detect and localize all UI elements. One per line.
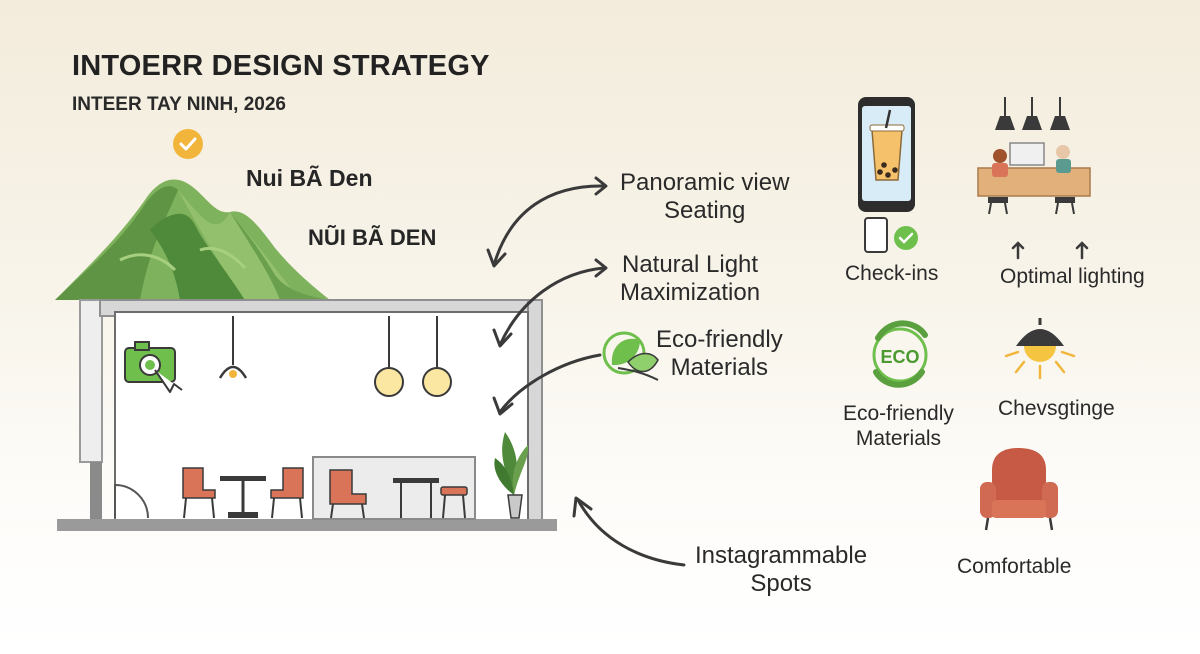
mountain-label: Nui BÃ Den (246, 165, 373, 191)
cafe-counter-icon (977, 97, 1091, 215)
ceiling-lamp-icon (1004, 318, 1076, 380)
feature-optimal-lighting: Optimal lighting (1000, 265, 1145, 288)
feature-text: Eco-friendly (843, 402, 954, 425)
mountain-illustration (55, 179, 330, 300)
callout-text: Seating (664, 197, 746, 224)
armchair-icon (980, 448, 1058, 531)
table (220, 476, 266, 518)
small-arrows-icon (1011, 241, 1089, 260)
eco-badge-icon: ECO (872, 320, 928, 388)
chair (270, 467, 304, 519)
callout-panoramic-view: Panoramic view Seating (620, 169, 789, 225)
page-subtitle: INTEER TAY NINH, 2026 (72, 94, 287, 115)
table (393, 478, 439, 518)
chair (182, 467, 216, 519)
phone-boba-icon (858, 97, 918, 253)
cafe-section-drawing (57, 299, 557, 531)
eco-leaf-icon (602, 331, 659, 381)
eco-badge-text: ECO (880, 347, 919, 367)
callout-text: Panoramic view (620, 169, 790, 196)
check-badge-icon (173, 129, 203, 159)
callout-instagrammable: Instagrammable Spots (695, 542, 867, 598)
feature-eco-materials: Eco-friendly Materials (843, 401, 954, 451)
feature-comfortable: Comfortable (957, 555, 1072, 578)
camera-icon (124, 341, 183, 393)
callout-natural-light: Natural Light Maximization (620, 251, 760, 307)
callout-text: Eco-friendly (656, 326, 783, 353)
feature-chevsgtinge: Chevsgtinge (998, 397, 1115, 420)
feature-text: Materials (855, 427, 942, 450)
stool (440, 486, 468, 519)
page-title: INTOERR DESIGN STRATEGY (72, 50, 490, 82)
callout-arrows (486, 176, 686, 567)
callout-text: Instagrammable (695, 542, 868, 569)
callout-text: Spots (750, 570, 812, 597)
mountain-label-alt: NŨI BÃ DEN (308, 225, 437, 250)
feature-checkins: Check-ins (845, 262, 939, 285)
potted-plant (494, 432, 529, 519)
callout-text: Materials (670, 354, 769, 381)
callout-eco-materials: Eco-friendly Materials (656, 326, 783, 382)
armchair (329, 469, 367, 519)
callout-text: Natural Light (621, 251, 759, 278)
callout-text: Maximization (620, 279, 761, 306)
